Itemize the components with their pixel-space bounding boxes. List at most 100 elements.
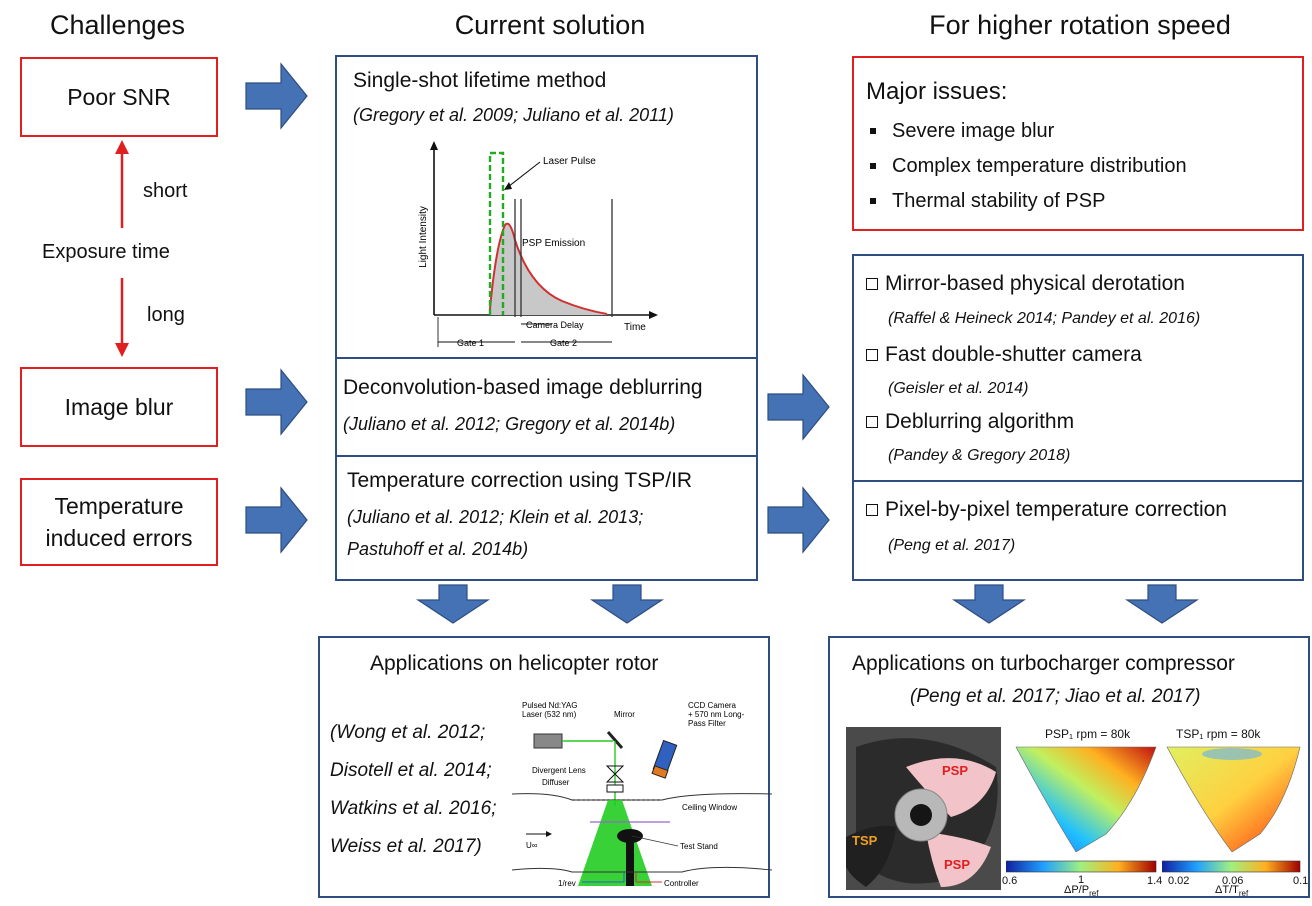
gate2-label: Gate 2 <box>550 338 577 348</box>
ceiling-text: Ceiling Window <box>682 803 737 812</box>
psp-colorbar <box>1006 860 1157 873</box>
laser-device <box>533 733 563 749</box>
psp-map-title: PSP₁ rpm = 80k <box>1045 727 1131 741</box>
lens-shape-b <box>605 773 625 783</box>
laser-pulse <box>488 151 505 315</box>
plot-y-arrow <box>430 141 438 150</box>
compressor-photo-art <box>846 727 1001 890</box>
tsp-correction-box: Temperature correction using TSP/IR (Jul… <box>335 455 758 581</box>
checkbox-icon <box>866 504 878 516</box>
tsp-tick-high: 0.1 <box>1293 875 1309 887</box>
tsp-colorbar <box>1162 860 1301 873</box>
tsp-axis-label: ΔT/Tref <box>1215 884 1248 898</box>
lens-shape <box>605 765 625 775</box>
lens-text: Divergent Lens <box>532 766 586 775</box>
poor-snr-box: Poor SNR <box>20 57 218 137</box>
camera-delay-label: Camera Delay <box>526 320 584 330</box>
turbocharger-citation: (Peng et al. 2017; Jiao et al. 2017) <box>910 686 1201 707</box>
blade-dark-left <box>846 825 896 887</box>
mirror-derotation-label: Mirror-based physical derotation <box>885 272 1185 295</box>
helicopter-ref: Disotell et al. 2014; <box>330 760 492 781</box>
single-shot-citation: (Gregory et al. 2009; Juliano et al. 201… <box>353 105 674 125</box>
photo-tsp-label: TSP <box>852 833 878 848</box>
helicopter-title: Applications on helicopter rotor <box>370 652 659 675</box>
tsp-citation-line2: Pastuhoff et al. 2014b) <box>347 539 529 559</box>
tsp-map-shape <box>1166 746 1301 853</box>
psp-tick-high: 1.4 <box>1147 875 1163 887</box>
major-issues-list: Severe image blur Complex temperature di… <box>866 120 1187 225</box>
helicopter-ref: (Wong et al. 2012; <box>330 722 486 743</box>
fast-camera-item: Fast double-shutter camera <box>866 343 1142 367</box>
laser-text-2: Laser (532 nm) <box>522 710 577 719</box>
temperature-errors-box: Temperature induced errors <box>20 478 218 566</box>
plot-ylabel: Light Intensity <box>418 206 429 268</box>
short-label: short <box>143 180 188 202</box>
turbocharger-box: Applications on turbocharger compressor … <box>828 636 1310 898</box>
image-blur-label: Image blur <box>64 394 174 420</box>
down-arrow-head <box>115 343 129 357</box>
camera-filter <box>651 765 669 779</box>
mirror-text: Mirror <box>614 710 635 719</box>
checkbox-icon <box>866 416 878 428</box>
emission-area <box>490 223 607 315</box>
exposure-arrows <box>115 140 129 357</box>
tsp-map <box>1162 746 1301 873</box>
exposure-time-label: Exposure time <box>42 241 170 263</box>
header-challenges: Challenges <box>49 10 186 40</box>
arrow-down-2 <box>589 584 665 624</box>
mirror-derotation-item: Mirror-based physical derotation <box>866 272 1185 296</box>
photo-psp-label-top: PSP <box>942 763 969 778</box>
ceiling-top <box>512 793 773 801</box>
up-arrow-head <box>115 140 129 154</box>
tsp-tick-low: 0.02 <box>1168 875 1190 887</box>
fast-camera-citation: (Geisler et al. 2014) <box>888 380 1029 397</box>
mirror-device <box>606 731 624 749</box>
green-light-cone <box>578 800 652 886</box>
helicopter-setup-diagram: Pulsed Nd:YAG Laser (532 nm) Mirror CCD … <box>512 701 773 888</box>
helicopter-box: Applications on helicopter rotor (Wong e… <box>318 636 773 898</box>
checkbox-icon <box>866 278 878 290</box>
psp-map-shape <box>1015 746 1157 853</box>
tsp-correction-title: Temperature correction using TSP/IR <box>347 469 693 492</box>
camera-text: CCD Camera <box>688 701 737 710</box>
arrow-right-derotation <box>767 373 830 441</box>
tsp-cool-spot <box>1202 748 1262 760</box>
temperature-line2: induced errors <box>45 525 193 551</box>
issue-item: Complex temperature distribution <box>866 155 1187 178</box>
tsp-axis-sub: ref <box>1238 889 1249 899</box>
pixel-correction-citation: (Peng et al. 2017) <box>888 537 1016 554</box>
pixel-correction-item: Pixel-by-pixel temperature correction <box>866 498 1227 522</box>
laser-pointer <box>507 161 541 188</box>
psp-emission-label: PSP Emission <box>522 238 585 249</box>
temperature-errors-label: Temperature induced errors <box>45 490 192 554</box>
psp-axis-label: ΔP/Pref <box>1064 884 1098 898</box>
controller-text: Controller <box>664 879 699 888</box>
single-shot-box: Single-shot lifetime method (Gregory et … <box>335 55 758 359</box>
tsp-map-title: TSP₁ rpm = 80k <box>1176 727 1261 741</box>
image-blur-box: Image blur <box>20 367 218 447</box>
blade-indicator <box>631 835 679 847</box>
deblurring-citation: (Juliano et al. 2012; Gregory et al. 201… <box>343 414 676 434</box>
floor-line <box>512 866 773 873</box>
mirror-derotation-citation: (Raffel & Heineck 2014; Pandey et al. 20… <box>888 310 1201 327</box>
arrow-right-snr <box>245 62 308 130</box>
major-issues-title: Major issues: <box>866 78 1008 105</box>
tsp-citation-line1: (Juliano et al. 2012; Klein et al. 2013; <box>347 507 644 527</box>
rev-text: 1/rev <box>558 879 576 888</box>
helicopter-ref: Weiss et al. 2017) <box>330 836 482 857</box>
psp-tick-low: 0.6 <box>1002 875 1018 887</box>
single-shot-title: Single-shot lifetime method <box>353 69 607 92</box>
arrow-down-3 <box>951 584 1027 624</box>
issue-item: Thermal stability of PSP <box>866 190 1187 213</box>
wheel-hub-inner <box>910 804 932 826</box>
arrow-down-4 <box>1124 584 1200 624</box>
checkbox-icon <box>866 349 878 361</box>
camera-text-3: Pass Filter <box>688 719 726 728</box>
derotation-box: Mirror-based physical derotation (Raffel… <box>852 254 1304 482</box>
major-issues-box: Major issues: Severe image blur Complex … <box>852 56 1304 231</box>
psp-tick-mid: 1 <box>1078 874 1085 886</box>
turbocharger-title: Applications on turbocharger compressor <box>852 652 1235 675</box>
pixel-correction-box: Pixel-by-pixel temperature correction (P… <box>852 480 1304 581</box>
freestream-arrowhead <box>546 831 552 837</box>
gate1-label: Gate 1 <box>457 338 484 348</box>
